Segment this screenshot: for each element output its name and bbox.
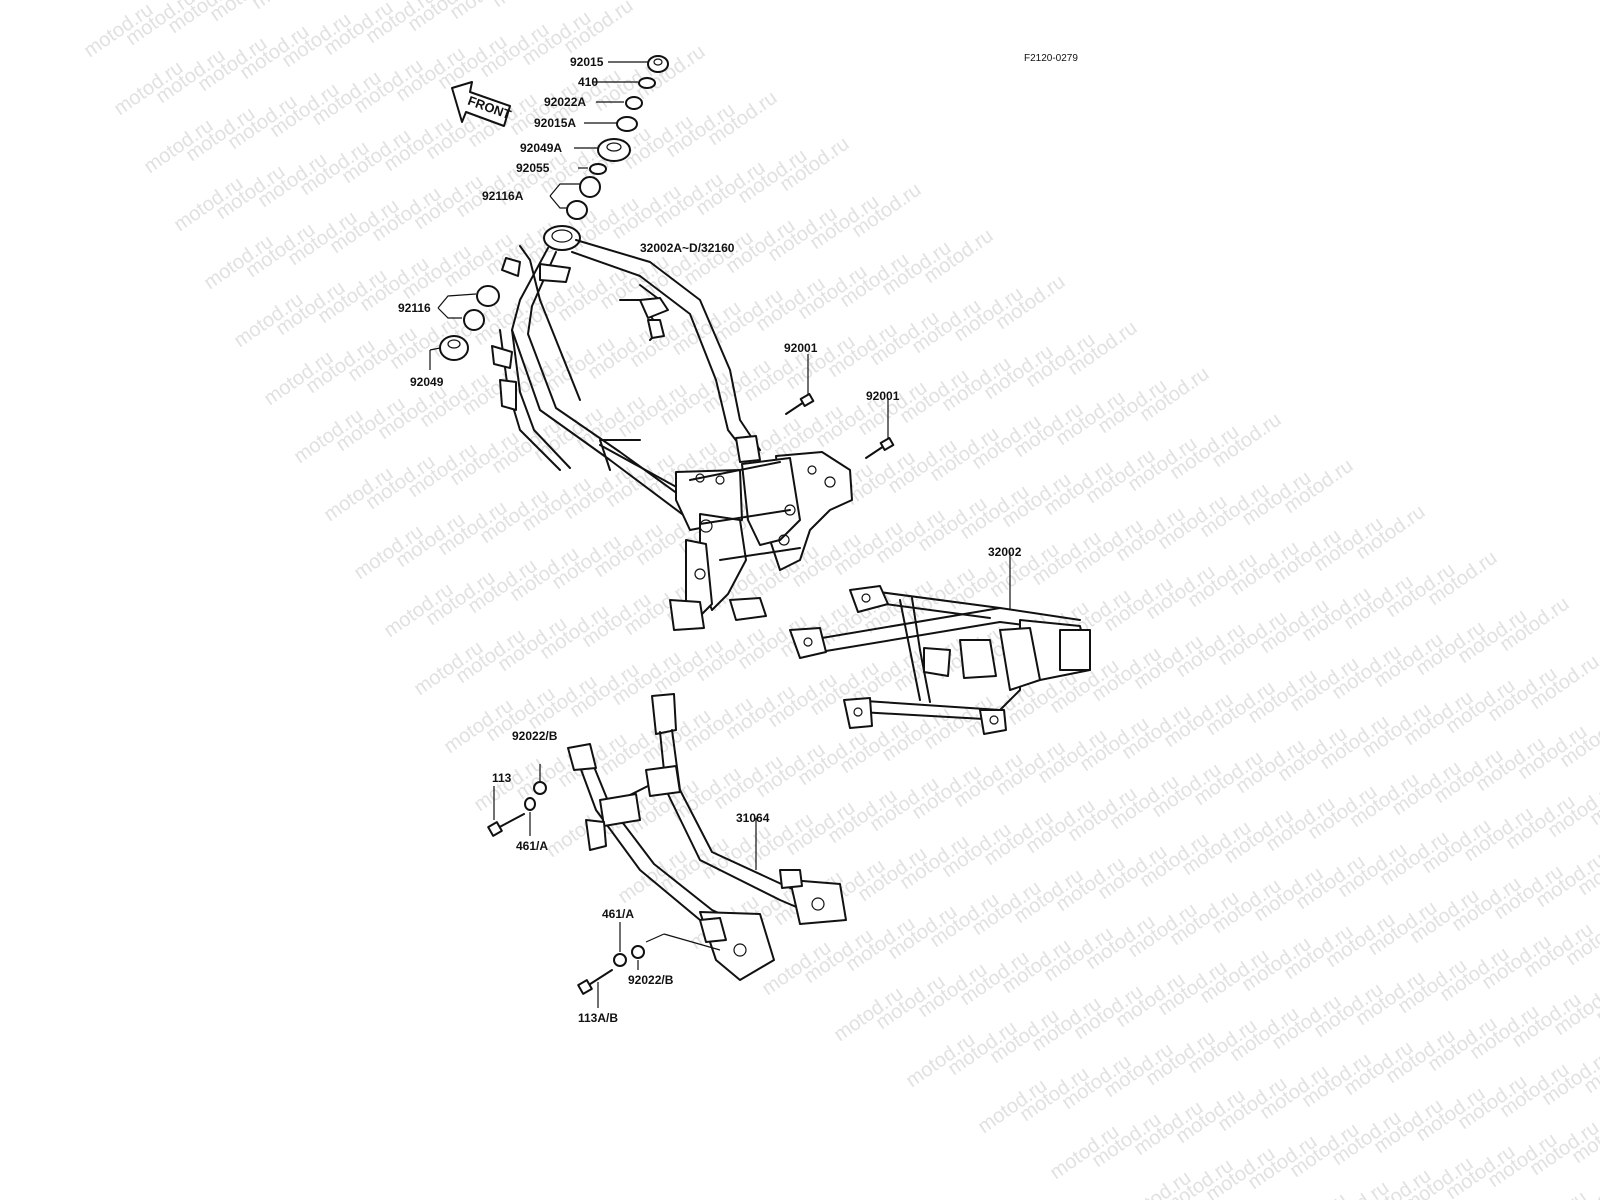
lower-frame-31064 [567, 693, 847, 981]
washer-92022B-top-icon [533, 781, 547, 795]
bearing-92116-lower-icon [463, 309, 485, 331]
bearing-92116A-lower-icon [566, 200, 588, 220]
main-frame [491, 225, 853, 631]
label-92049: 92049 [410, 375, 444, 389]
front-arrow: FRONT [451, 81, 513, 127]
nut-92015A-icon [616, 116, 638, 132]
label-461A-bottom: 461/A [602, 907, 634, 921]
steering-stem-parts [549, 55, 669, 220]
label-461A-top: 461/A [516, 839, 548, 853]
nut-461A-bottom-icon [613, 953, 627, 967]
lower-steering-bearings [429, 285, 500, 370]
steering-head-pipe [543, 225, 581, 251]
reference-code: F2120-0279 [1024, 53, 1078, 64]
subframe-front-bracket-upper [789, 627, 827, 659]
nut-92015-icon [647, 55, 669, 73]
label-92116: 92116 [398, 301, 431, 315]
label-410: 410 [578, 75, 598, 89]
label-31064: 31064 [736, 811, 770, 825]
label-92015A: 92015A [534, 116, 576, 130]
rear-subframe-32002 [789, 552, 1091, 735]
washer-92022A-icon [625, 96, 643, 110]
lower-fasteners [487, 764, 721, 1008]
label-92015: 92015 [570, 55, 604, 69]
label-32002A-D-32160: 32002A~D/32160 [640, 241, 735, 255]
label-92049A: 92049A [520, 141, 562, 155]
washer-410-icon [638, 77, 656, 89]
label-92001-lower: 92001 [866, 389, 900, 403]
label-92022A: 92022A [544, 95, 586, 109]
label-92116A: 92116A [482, 189, 524, 203]
label-92022B-bottom: 92022/B [628, 973, 674, 987]
frame-bolts-92001 [785, 354, 895, 459]
label-32002: 32002 [988, 545, 1022, 559]
bearing-92116-upper-icon [476, 285, 500, 307]
seal-92055-icon [589, 163, 607, 175]
label-113A-B: 113A/B [578, 1011, 618, 1025]
washer-92022B-bottom-icon [631, 945, 645, 959]
bearing-92116A-upper-icon [579, 176, 601, 198]
label-92001-upper: 92001 [784, 341, 818, 355]
downtube-top-bracket [651, 693, 677, 735]
label-92022B-top: 92022/B [512, 729, 558, 743]
label-113: 113 [492, 771, 512, 785]
nut-461A-top-icon [524, 797, 536, 811]
front-arrow-shape [451, 81, 511, 127]
bearing-92049A-icon [597, 138, 631, 162]
label-92055: 92055 [516, 161, 550, 175]
